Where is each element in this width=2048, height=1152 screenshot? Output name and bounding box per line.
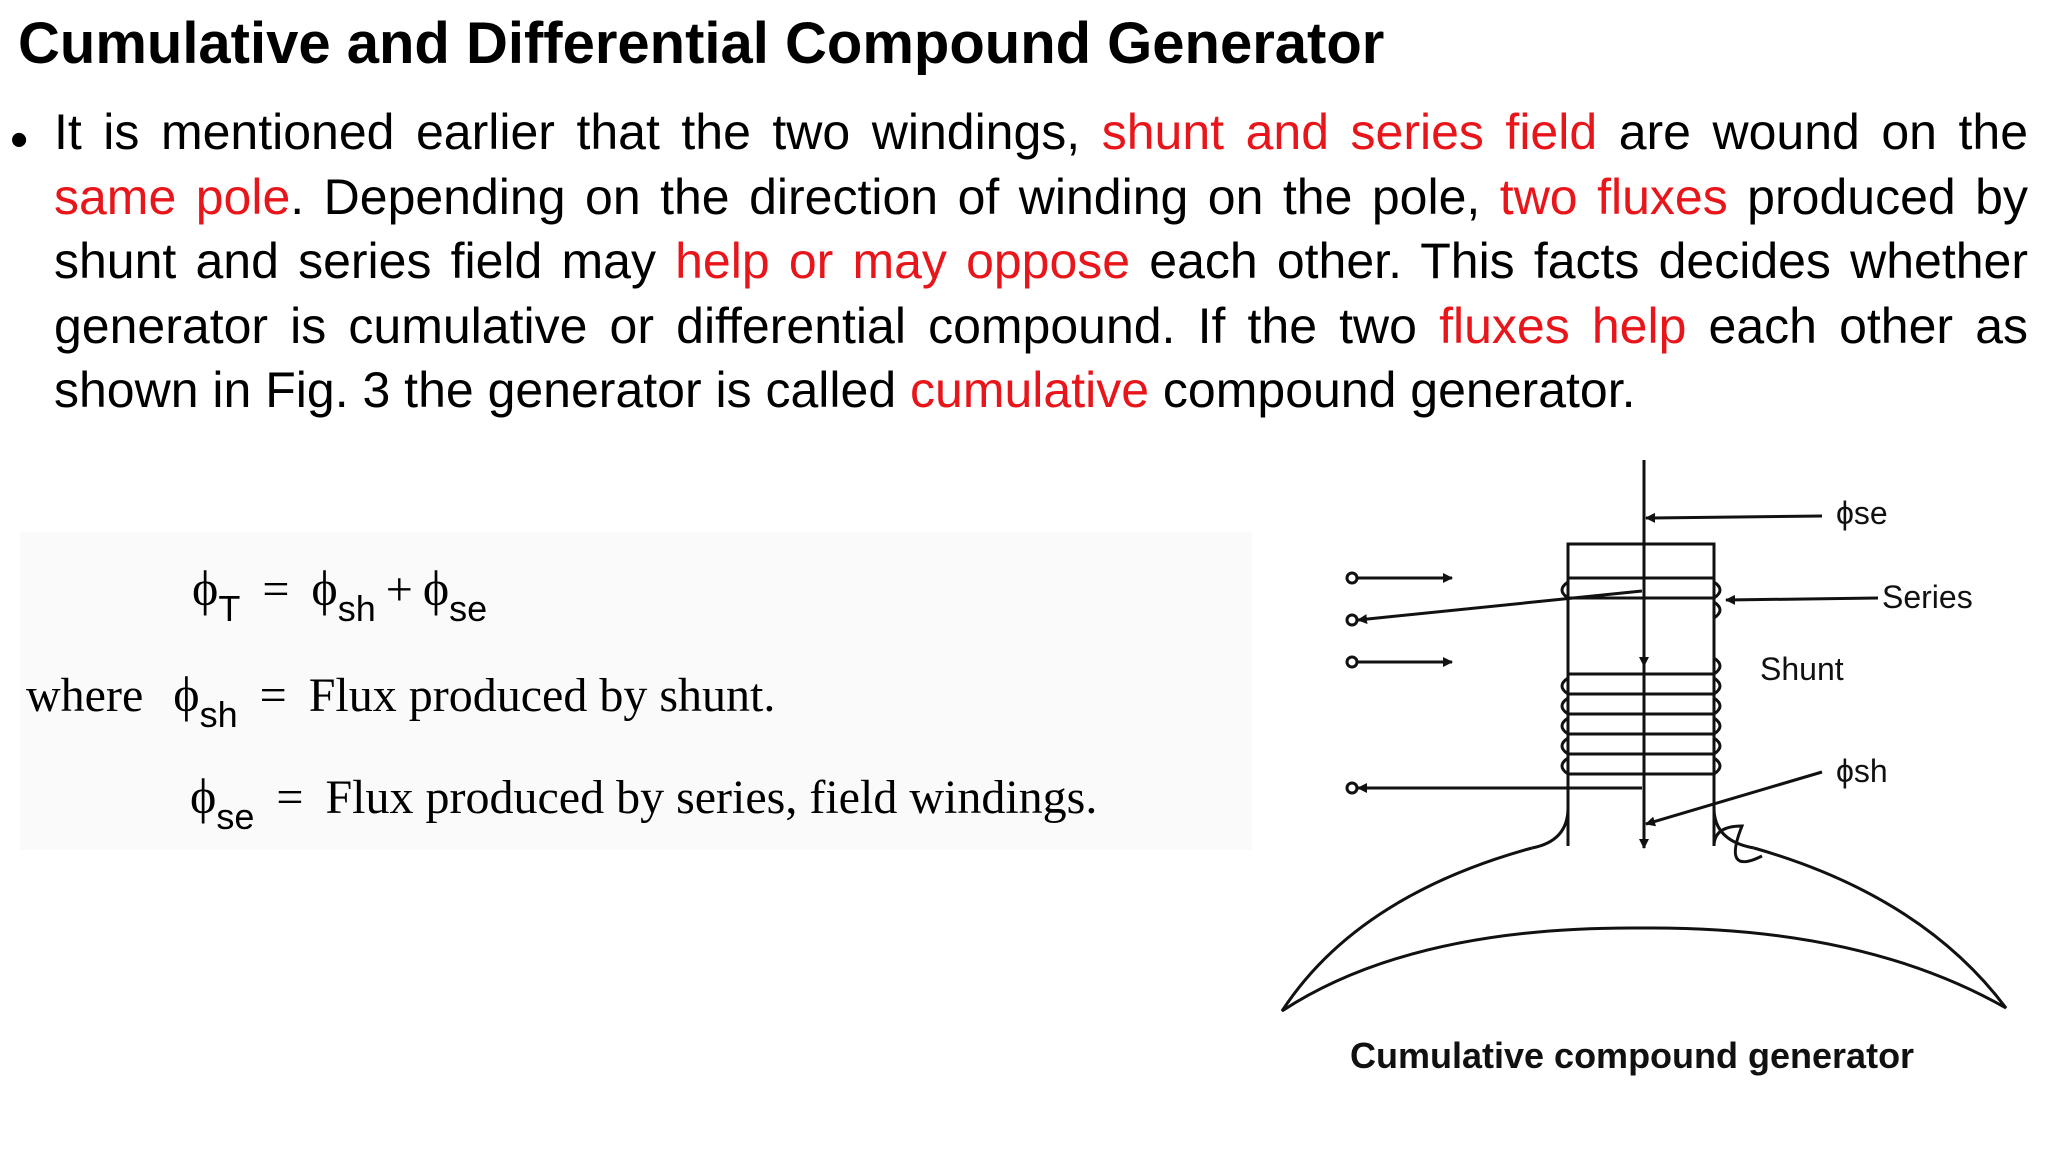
shunt-label: Shunt	[1760, 651, 1844, 687]
phi-sh-pointer	[1645, 770, 1823, 827]
pole-body-side	[1531, 807, 1570, 850]
subscript-t: T	[218, 588, 241, 629]
figure-caption: Cumulative compound generator	[1350, 1035, 1915, 1076]
series-lead	[1357, 589, 1643, 625]
shunt-coil-loop	[1713, 656, 1722, 776]
body-text: produced by shunt and series field may	[54, 168, 2028, 290]
terminal	[1345, 655, 1359, 669]
terminal	[1345, 781, 1359, 795]
body-text: each other. This facts decides whether g…	[54, 233, 2028, 354]
equation-shunt-definition: where ϕsh = Flux produced by shunt.	[26, 666, 775, 743]
compound-generator-diagram: ϕse Series Shunt ϕsh	[1280, 460, 2008, 1013]
compound-generator-figure: ϕse Series Shunt ϕsh	[1262, 456, 2022, 1090]
series-coil-loop	[1560, 580, 1569, 600]
shunt-definition-text: Flux produced by shunt.	[308, 669, 776, 722]
terminal	[1345, 613, 1359, 627]
highlighted-text: shunt and series field	[1101, 104, 1598, 160]
shunt-coil-loop	[1560, 676, 1569, 776]
highlighted-text: fluxes help	[1439, 297, 1687, 354]
highlighted-text: two fluxes	[1499, 168, 1728, 225]
body-text: are wound on the	[1597, 104, 2029, 160]
pole-shoe-outline	[1280, 846, 2008, 1013]
body-text: . Depending on the direction of winding …	[290, 168, 1500, 225]
equals-sign: =	[276, 771, 304, 824]
equation-box: ϕT=ϕsh+ϕse where ϕsh=Flux produced by sh…	[20, 532, 1252, 850]
bullet-paragraph: It is mentioned earlier that the two win…	[54, 100, 2028, 423]
phi-symbol: ϕ	[311, 560, 338, 616]
equals-sign: =	[262, 563, 290, 616]
pole-body-side	[1712, 807, 1755, 850]
equation-series-definition: ϕse = Flux produced by series, field windi…	[190, 768, 1097, 845]
series-label: Series	[1882, 579, 1973, 615]
body-text: It is mentioned earlier that the two win…	[54, 104, 1102, 160]
phi-symbol: ϕ	[190, 768, 217, 824]
where-label: where	[26, 669, 144, 722]
body-text: each other as shown in Fig. 3 the genera…	[54, 297, 2029, 419]
highlighted-text: same pole	[54, 168, 291, 225]
pole-body-outline	[1566, 542, 1763, 864]
slide-title: Cumulative and Differential Compound Gen…	[18, 11, 1385, 76]
equation-total-flux: ϕT=ϕsh+ϕse	[192, 560, 487, 637]
phi-symbol: ϕ	[173, 666, 200, 722]
bullet-marker: •	[10, 111, 29, 169]
series-coil-loop	[1713, 600, 1722, 620]
series-definition-text: Flux produced by series, field windings.	[325, 771, 1098, 824]
phi-symbol: ϕ	[422, 560, 450, 616]
highlighted-text: help or may oppose	[675, 233, 1131, 289]
body-text: compound generator.	[1149, 362, 1636, 418]
terminal	[1345, 571, 1359, 585]
phi-se-label: ϕse	[1836, 495, 1888, 531]
series-pointer	[1725, 594, 1879, 605]
subscript-se: se	[449, 588, 488, 629]
subscript-se: se	[216, 796, 255, 837]
subscript-sh: sh	[199, 694, 238, 735]
phi-symbol: ϕ	[192, 560, 219, 616]
plus-sign: +	[385, 563, 413, 616]
highlighted-text: cumulative	[910, 362, 1150, 418]
phi-se-pointer	[1645, 512, 1823, 523]
subscript-sh: sh	[337, 588, 376, 629]
equals-sign: =	[259, 669, 287, 722]
series-coil-loop	[1713, 580, 1722, 600]
phi-sh-label: ϕsh	[1836, 753, 1888, 789]
